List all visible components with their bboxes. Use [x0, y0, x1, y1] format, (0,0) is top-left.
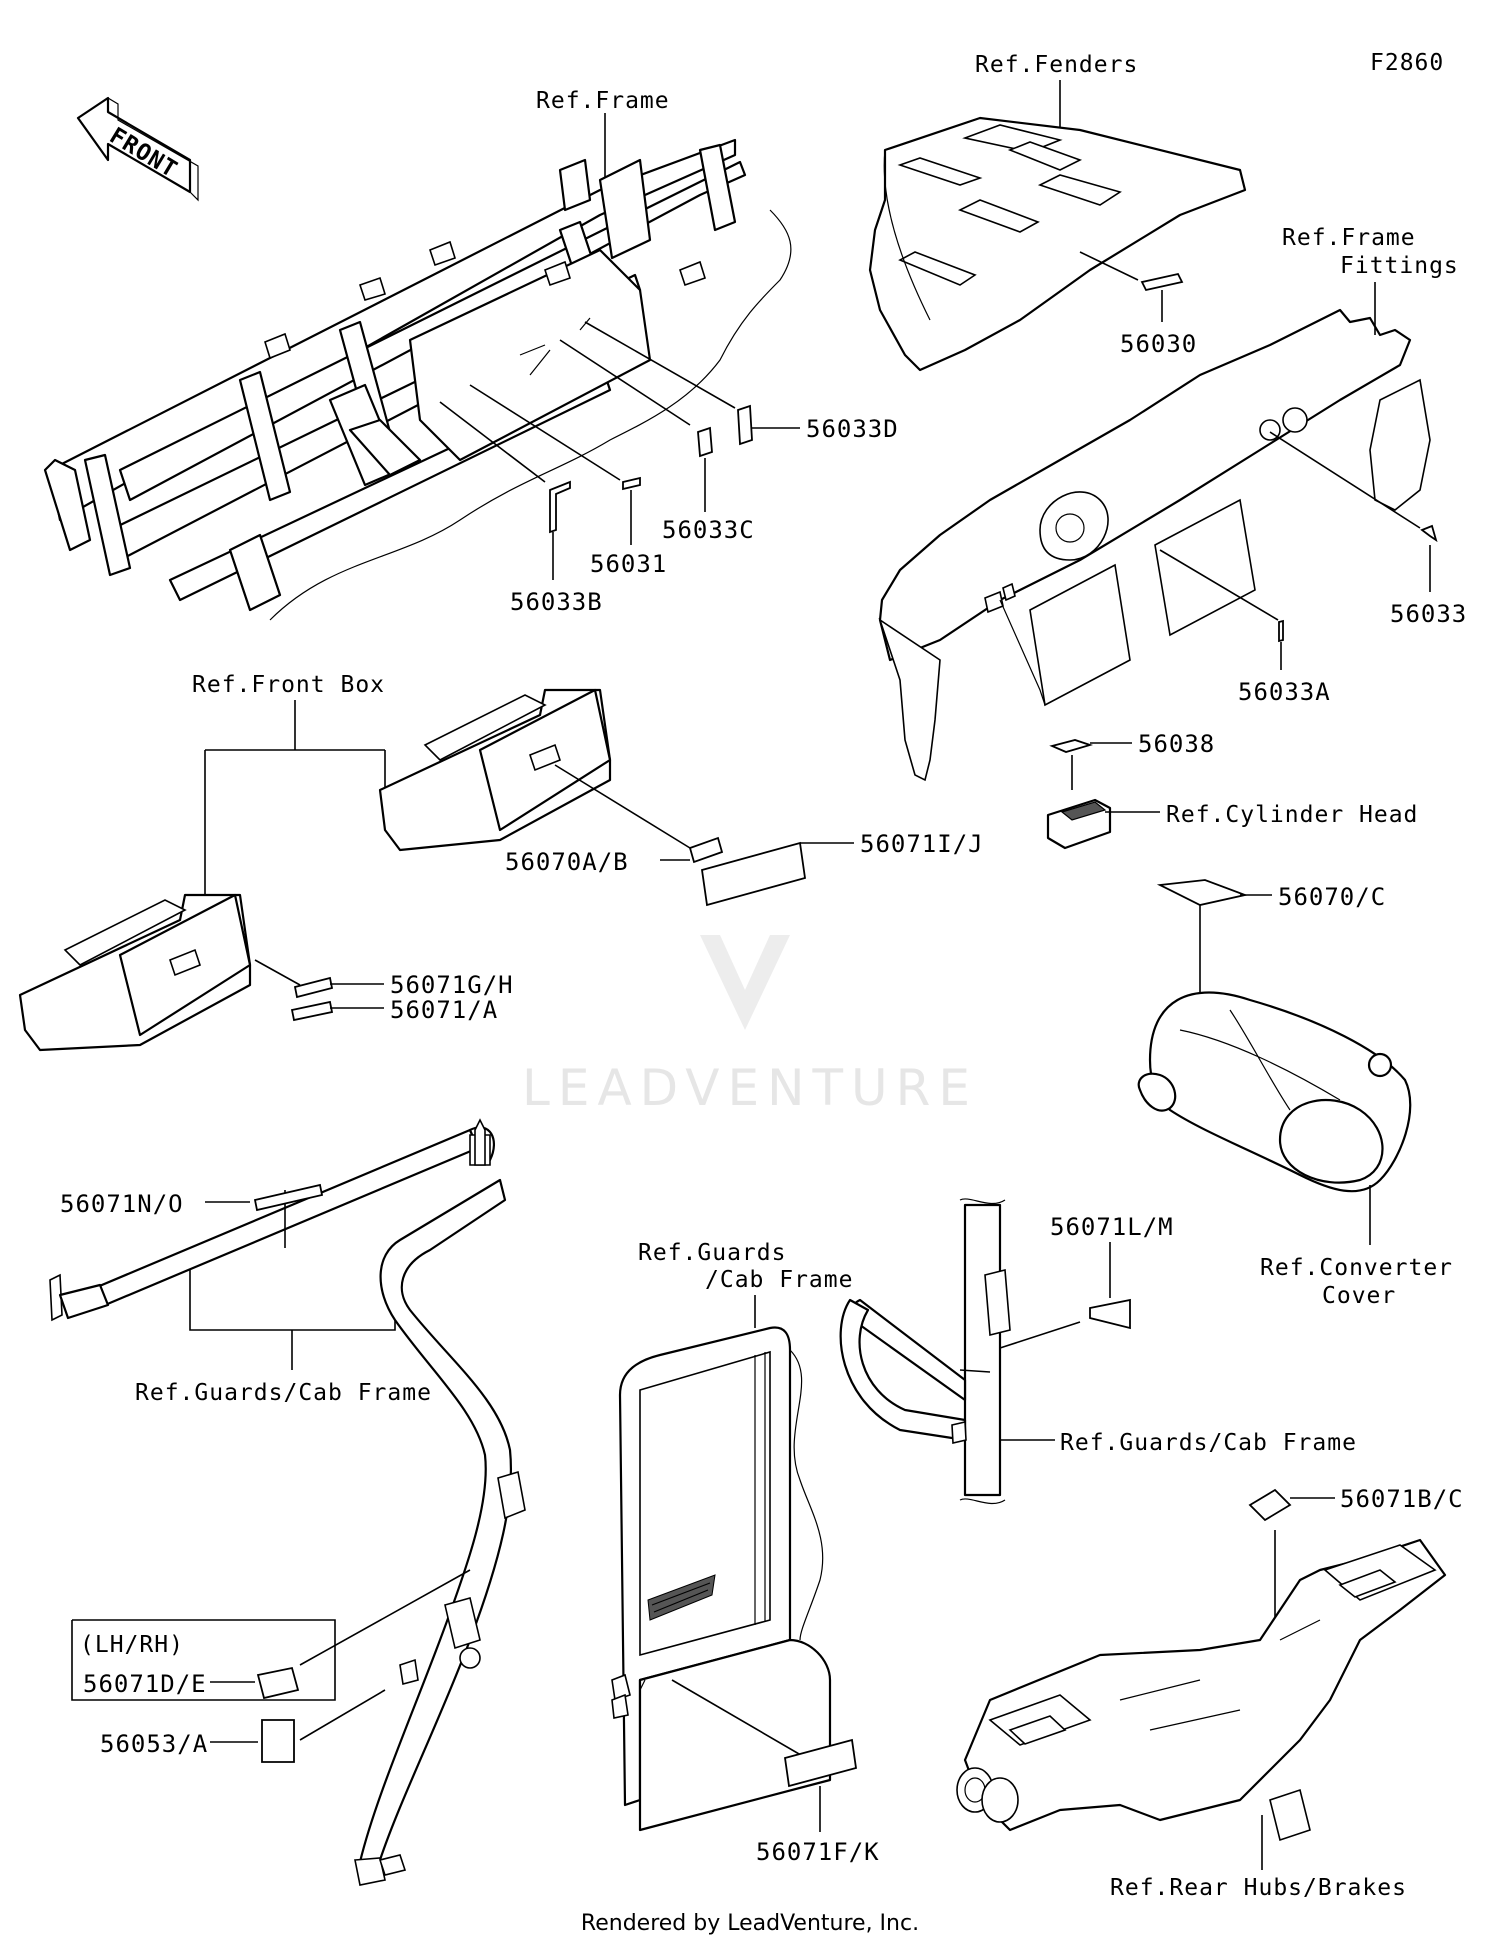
- ref-front-box-label: Ref.Front Box: [192, 672, 385, 698]
- ref-guards-cab-right-label: Ref.Guards/Cab Frame: [1060, 1430, 1357, 1456]
- decal-56071LM: [1089, 1298, 1131, 1330]
- decal-56033C: [697, 426, 713, 458]
- part-56071A: 56071/A: [390, 996, 498, 1024]
- frame-decals: 56033B 56031 56033C 56033D: [439, 321, 899, 616]
- part-56070C: 56070/C: [1278, 883, 1386, 911]
- decal-56033D: [737, 404, 753, 446]
- decal-56031: [622, 476, 641, 491]
- ref-frame-fittings-label-1: Ref.Frame: [1282, 225, 1416, 251]
- part-56070AB: 56070A/B: [505, 848, 629, 876]
- decal-56071BC: [1248, 1488, 1292, 1522]
- decal-56038: [1049, 739, 1094, 753]
- rops-tube-drawing: [354, 1178, 526, 1886]
- part-56033: 56033: [1390, 600, 1467, 628]
- watermark: LEADVENTURE: [522, 935, 978, 1117]
- door-mesh-icon: [647, 1574, 716, 1621]
- part-56071LM: 56071L/M: [1050, 1213, 1174, 1241]
- frame-drawing: [43, 138, 792, 621]
- ref-converter-cover-label-1: Ref.Converter: [1260, 1255, 1453, 1281]
- part-56071FK: 56071F/K: [756, 1838, 880, 1866]
- part-56038: 56038: [1138, 730, 1215, 758]
- watermark-text: LEADVENTURE: [522, 1059, 978, 1117]
- part-56033D: 56033D: [806, 415, 899, 443]
- part-56071IJ: 56071I/J: [860, 830, 984, 858]
- decal-56071GH: [293, 976, 334, 999]
- ref-guards-cab-mid-label-2: /Cab Frame: [705, 1267, 853, 1293]
- ref-converter-cover-label-2: Cover: [1322, 1283, 1396, 1309]
- cylinder-head-drawing: 56038: [1046, 730, 1215, 850]
- decal-56033B: [549, 480, 571, 534]
- figure-code: F2860: [1370, 50, 1444, 76]
- part-56031: 56031: [590, 550, 667, 578]
- decal-56030: [1140, 272, 1184, 292]
- ref-cylinder-head-label: Ref.Cylinder Head: [1166, 802, 1418, 828]
- part-56071DE: 56071D/E: [83, 1670, 207, 1698]
- decal-56071NO: [253, 1183, 324, 1212]
- fender-drawing: [868, 116, 1247, 372]
- ref-frame-fittings-label-2: Fittings: [1340, 253, 1459, 279]
- part-56071NO: 56071N/O: [60, 1190, 184, 1218]
- decal-56071A: [290, 1000, 334, 1022]
- ref-frame-label: Ref.Frame: [536, 88, 670, 114]
- part-56033B: 56033B: [510, 588, 603, 616]
- watermark-logo-icon: [700, 935, 790, 1030]
- lh-rh-label: (LH/RH): [80, 1632, 184, 1658]
- decal-56053A: [261, 1719, 295, 1763]
- decal-56033: [1420, 524, 1438, 543]
- converter-cover-drawing: 56070/C: [1137, 879, 1412, 1193]
- upright-post-drawing: 56071L/M: [839, 1198, 1174, 1505]
- decal-56070C: [1156, 879, 1249, 906]
- ref-guards-cab-mid-label-1: Ref.Guards: [638, 1240, 786, 1266]
- part-56033C: 56033C: [662, 516, 755, 544]
- part-56033A: 56033A: [1238, 678, 1331, 706]
- part-56071BC: 56071B/C: [1340, 1485, 1464, 1513]
- decal-56070AB: [688, 836, 724, 864]
- front-box-upper-drawing: 56070A/B 56071I/J: [378, 688, 984, 907]
- ref-rear-hubs-label: Ref.Rear Hubs/Brakes: [1110, 1875, 1407, 1901]
- footer-credit: Rendered by LeadVenture, Inc.: [581, 1911, 919, 1936]
- guard-bar-drawing: 56071N/O: [49, 1118, 495, 1370]
- part-56071GH: 56071G/H: [390, 971, 514, 999]
- decal-56033A: [1278, 619, 1284, 643]
- front-box-lower-drawing: 56071G/H 56071/A: [18, 893, 514, 1052]
- part-56030: 56030: [1120, 330, 1197, 358]
- dash-drawing: [878, 308, 1431, 782]
- decal-56071IJ: [700, 841, 807, 907]
- door-drawing: 56071F/K: [611, 1326, 880, 1866]
- front-arrow-icon: FRONT: [76, 96, 199, 202]
- ref-guards-cab-left-label: Ref.Guards/Cab Frame: [135, 1380, 432, 1406]
- decal-56071FK: [783, 1738, 858, 1788]
- ref-fenders-label: Ref.Fenders: [975, 52, 1138, 78]
- part-56053A: 56053/A: [100, 1730, 208, 1758]
- rear-hubs-drawing: 56071B/C: [956, 1485, 1464, 1870]
- decal-56071DE: [256, 1666, 300, 1700]
